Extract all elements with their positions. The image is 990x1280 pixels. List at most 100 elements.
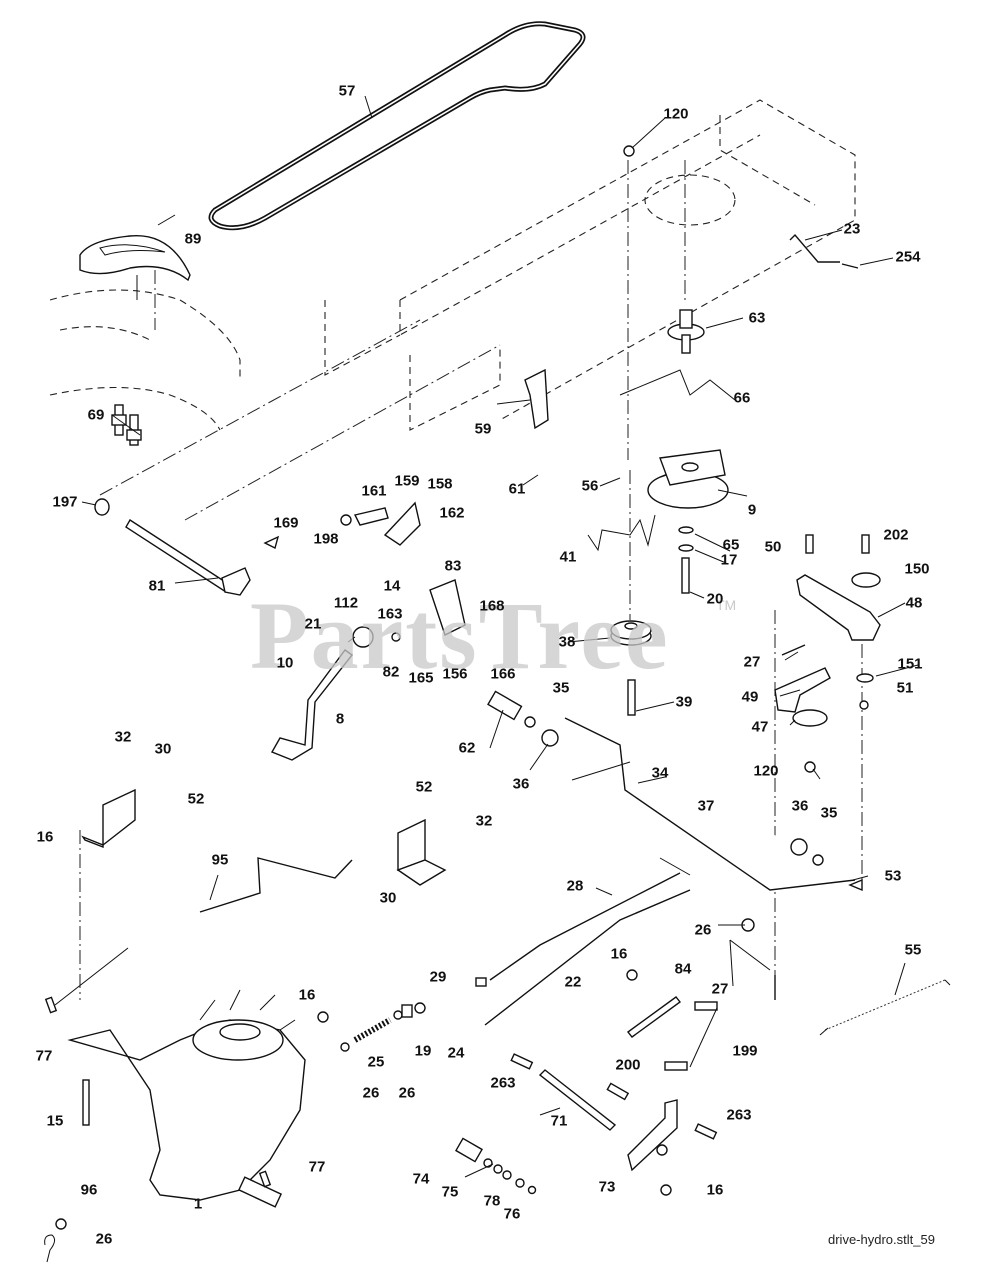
callout-65: 65	[722, 536, 740, 554]
washer-65	[678, 526, 694, 534]
leader-lines	[54, 95, 919, 1178]
belt-guide-49	[774, 667, 831, 713]
pedal-pad-89	[79, 234, 191, 330]
bracket-30-left	[81, 788, 136, 849]
spring-25	[353, 1017, 392, 1043]
callout-47: 47	[751, 718, 769, 736]
callout-112: 112	[333, 594, 359, 612]
callout-169: 169	[273, 514, 299, 532]
callout-28: 28	[566, 877, 584, 895]
callout-76: 76	[503, 1205, 521, 1223]
engine-pulley-63	[667, 309, 705, 354]
callout-50: 50	[764, 538, 782, 556]
callout-163: 163	[377, 605, 403, 623]
callout-34: 34	[651, 764, 669, 782]
nut-24	[414, 1002, 426, 1014]
screw-254	[841, 263, 859, 269]
center-lines	[79, 160, 863, 1000]
callout-78: 78	[483, 1192, 501, 1210]
washer-36-right	[790, 838, 808, 856]
cap-29	[475, 977, 487, 987]
spacer-19	[401, 1004, 413, 1018]
nut-76	[527, 1185, 537, 1195]
washer-151	[856, 673, 874, 683]
diagram-filename: drive-hydro.stlt_59	[828, 1232, 935, 1247]
washer-26-spring-a	[340, 1042, 350, 1052]
callout-197: 197	[52, 493, 78, 511]
washer-75-b	[493, 1164, 503, 1174]
key-77-top	[44, 996, 58, 1014]
callout-263b: 263	[726, 1106, 752, 1124]
link-84	[626, 996, 682, 1038]
belt-keeper-41	[587, 514, 656, 552]
callout-16d: 16	[706, 1181, 724, 1199]
callout-8: 8	[335, 710, 345, 728]
callout-89: 89	[184, 230, 202, 248]
callout-32b: 32	[475, 812, 493, 830]
callout-15: 15	[46, 1112, 64, 1130]
nut-120-top	[623, 145, 635, 157]
callout-159: 159	[394, 472, 420, 490]
bolt-15	[82, 1079, 90, 1126]
callout-53: 53	[884, 867, 902, 885]
callout-35b: 35	[820, 804, 838, 822]
callout-38: 38	[558, 633, 576, 651]
callout-30b: 30	[379, 889, 397, 907]
nut-51	[859, 700, 869, 710]
bolt-50	[805, 534, 814, 554]
bypass-rod-95	[199, 857, 353, 913]
hairpin-96	[44, 1234, 56, 1263]
callout-23: 23	[843, 220, 861, 238]
callout-120: 120	[663, 105, 689, 123]
callout-26a: 26	[694, 921, 712, 939]
transaxle-1	[67, 989, 306, 1208]
nut-16-mid	[626, 969, 638, 981]
rod-28	[489, 872, 681, 981]
callout-199: 199	[732, 1042, 758, 1060]
callout-75: 75	[441, 1183, 459, 1201]
rod-34	[564, 717, 856, 891]
callout-69: 69	[87, 406, 105, 424]
washer-198	[340, 514, 352, 526]
screw-263-a	[510, 1053, 534, 1070]
pulley-47	[792, 709, 828, 727]
washer-36-top	[541, 729, 559, 747]
callout-32a: 32	[114, 728, 132, 746]
callout-37: 37	[697, 797, 715, 815]
callout-26d: 26	[95, 1230, 113, 1248]
callout-14: 14	[383, 577, 401, 595]
bracket-30-right	[396, 818, 447, 886]
spring-55	[819, 979, 951, 1036]
callout-120b: 120	[753, 762, 779, 780]
frame-outline	[49, 99, 856, 431]
screw-263-b	[694, 1123, 718, 1140]
nut-16-spring	[317, 1011, 329, 1023]
bolt-39	[627, 679, 636, 716]
callout-17: 17	[720, 551, 738, 569]
callout-19: 19	[414, 1042, 432, 1060]
callout-158: 158	[427, 475, 453, 493]
belt-keeper-66	[619, 369, 736, 401]
rod-22	[484, 889, 691, 1026]
callout-82: 82	[382, 663, 400, 681]
callout-84: 84	[674, 960, 692, 978]
callout-36b: 36	[791, 797, 809, 815]
nut-16-bracket-a	[656, 1144, 668, 1156]
washer-75-c	[502, 1170, 512, 1180]
callout-156: 156	[442, 665, 468, 683]
callout-150: 150	[904, 560, 930, 578]
callout-59: 59	[474, 420, 492, 438]
key-77-bottom	[258, 1170, 272, 1188]
clutch-9	[647, 449, 729, 509]
callout-165: 165	[408, 669, 434, 687]
link-71	[538, 1069, 617, 1131]
callout-96: 96	[80, 1181, 98, 1199]
callout-30a: 30	[154, 740, 172, 758]
callout-61: 61	[508, 480, 526, 498]
callout-29: 29	[429, 968, 447, 986]
callout-48: 48	[905, 594, 923, 612]
callout-25: 25	[367, 1053, 385, 1071]
callout-9: 9	[747, 501, 757, 519]
callout-198: 198	[313, 530, 339, 548]
